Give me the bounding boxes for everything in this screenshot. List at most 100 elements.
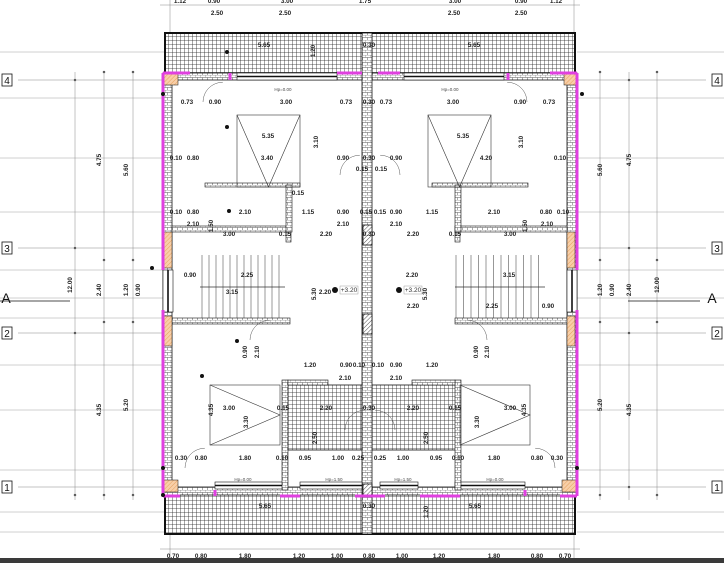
plan-dimension: 5.65 <box>469 503 482 510</box>
plan-dimension: 0.73 <box>340 99 353 106</box>
door-swing <box>375 409 396 431</box>
plan-dimension: 0.15 <box>292 190 305 197</box>
dimension-tick <box>73 493 77 497</box>
corner-column <box>163 315 173 347</box>
plan-dimension: 2.10 <box>390 375 403 382</box>
plan-dimension: 5.65 <box>259 503 272 510</box>
bottom-bar <box>0 558 724 563</box>
interior-wall <box>431 182 529 188</box>
level-box <box>339 285 359 295</box>
plan-dimension: 0.25 <box>374 455 387 462</box>
bottom-dimension: 0.70 <box>559 553 572 560</box>
plan-dimension: 1.20 <box>423 505 430 518</box>
plan-dimension: 0.90 <box>473 345 480 358</box>
door-swing <box>535 447 556 469</box>
left-dimension: 0.90 <box>135 283 142 296</box>
grid-axis-label: 1 <box>714 483 720 494</box>
plan-dimension: 2.20 <box>407 231 420 238</box>
level-marker-icon <box>332 287 338 293</box>
plan-dimension: 3.00 <box>504 231 517 238</box>
wall <box>361 32 373 535</box>
marker-dot <box>225 50 229 54</box>
grid-axis-box <box>711 326 723 340</box>
level-label: +3.20 <box>341 287 358 294</box>
bottom-dimension: 0.80 <box>195 553 208 560</box>
dimension-tick <box>598 320 602 324</box>
left-dimension: 1.20 <box>123 283 130 296</box>
dimension-tick <box>627 331 631 335</box>
bottom-dimension: 1.80 <box>239 553 252 560</box>
corner-column <box>566 231 576 269</box>
grid-axis-box <box>711 241 723 255</box>
right-dimension: 4.35 <box>626 403 633 416</box>
grid-axis-label: 1 <box>4 483 10 494</box>
plan-dimension: 0.10 <box>170 155 183 162</box>
grid-axis-label: 3 <box>4 244 10 255</box>
plan-dimension: 0.15 <box>360 209 373 216</box>
right-dimension: 1.20 <box>597 283 604 296</box>
plan-dimension: 0.10 <box>452 455 465 462</box>
dimension-tick <box>102 320 106 324</box>
plan-dimension: 1.50 <box>208 219 215 232</box>
bottom-dimension: 1.00 <box>396 553 409 560</box>
marker-dot <box>225 125 229 129</box>
plan-dimension: 0.10 <box>170 209 183 216</box>
dimension-tick <box>655 258 659 262</box>
level-label: +3.20 <box>405 287 422 294</box>
plan-dimension: 1.15 <box>426 209 439 216</box>
sill-height-label: Hp=1.50 <box>394 477 412 482</box>
plan-dimension: 2.20 <box>406 272 419 279</box>
plan-dimension: 3.40 <box>261 155 274 162</box>
corner-column <box>163 72 179 86</box>
plan-dimension: 3.00 <box>223 231 236 238</box>
top-dimension: 2.50 <box>211 10 224 17</box>
grid-axis-box <box>1 326 13 340</box>
grid-axis-box <box>711 480 723 494</box>
bathroom-floor <box>371 384 458 451</box>
plan-dimension: 0.80 <box>187 209 200 216</box>
plan-dimension: 4.35 <box>208 403 215 416</box>
plan-dimension: 2.50 <box>312 431 319 444</box>
plan-dimension: 0.15 <box>279 231 292 238</box>
plan-dimension: 0.30 <box>363 99 376 106</box>
plan-dimension: 2.20 <box>320 231 333 238</box>
marker-dot <box>575 466 579 470</box>
plan-dimension: 0.90 <box>542 303 555 310</box>
plan-dimension: 0.15 <box>356 166 369 173</box>
plan-dimension: 2.25 <box>241 272 254 279</box>
interior-wall <box>454 317 568 325</box>
plan-dimension: 0.30 <box>363 503 376 510</box>
bed-diagonal <box>209 384 281 446</box>
bed-diagonal <box>427 114 492 188</box>
dimension-tick <box>598 70 602 74</box>
grid-axis-box <box>711 73 723 87</box>
interior-wall <box>454 379 462 491</box>
dimension-tick <box>627 485 631 489</box>
interior-wall <box>287 379 329 386</box>
plan-dimension: 0.15 <box>449 405 462 412</box>
plan-dimension: 0.10 <box>557 209 570 216</box>
bottom-dimension: 0.80 <box>531 553 544 560</box>
corner-column <box>566 315 576 347</box>
dimension-tick <box>627 246 631 250</box>
plan-dimension: 2.10 <box>339 375 352 382</box>
section-mark-label: A <box>1 290 11 306</box>
plan-dimension: 3.15 <box>226 289 239 296</box>
door-swing <box>344 409 365 431</box>
plan-dimension: 5.35 <box>457 133 470 140</box>
column <box>362 483 373 497</box>
plan-dimension: 0.90 <box>390 155 403 162</box>
plan-dimension: 0.10 <box>372 362 385 369</box>
plan-dimension: 5.65 <box>468 42 481 49</box>
section-mark-label: A <box>707 290 717 306</box>
dimension-tick <box>73 246 77 250</box>
plan-dimension: 0.90 <box>337 155 350 162</box>
door-swing <box>467 319 488 341</box>
plan-dimension: 2.10 <box>187 221 200 228</box>
plan-dimension: 1.00 <box>397 455 410 462</box>
plan-dimension: 0.10 <box>353 362 366 369</box>
dimension-tick <box>598 493 602 497</box>
dimension-tick <box>102 258 106 262</box>
plan-dimension: 0.15 <box>449 231 462 238</box>
